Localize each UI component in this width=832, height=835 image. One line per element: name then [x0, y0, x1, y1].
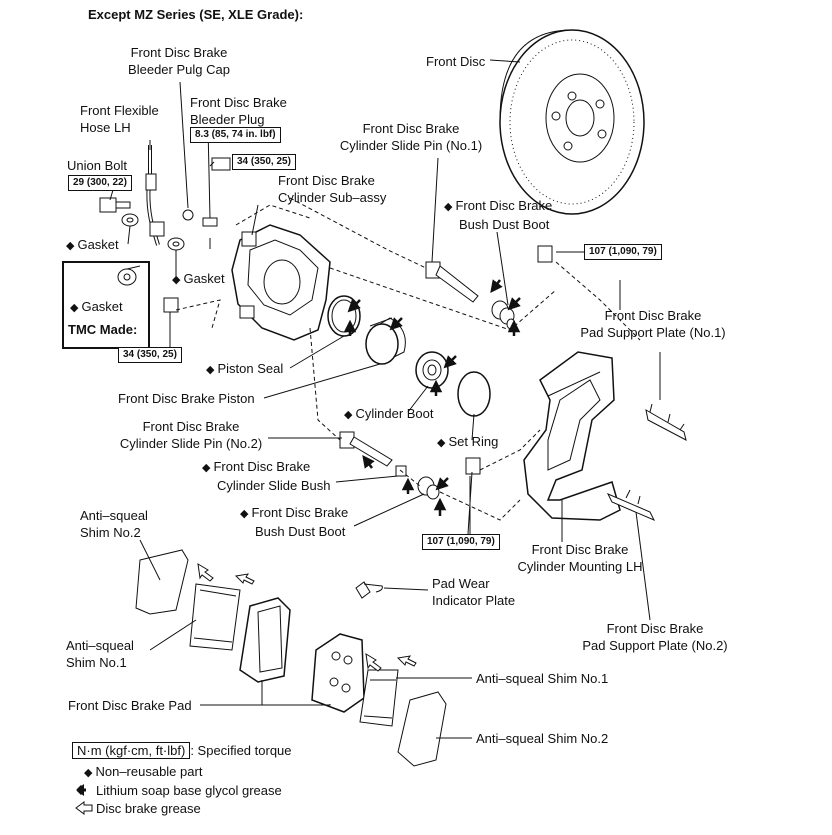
label-brake-pad: Front Disc Brake Pad	[68, 698, 192, 713]
non-reusable-icon: ◆	[172, 274, 181, 286]
non-reusable-icon: ◆	[240, 508, 249, 520]
non-reusable-icon: ◆	[344, 409, 353, 421]
tmc-inset-box	[62, 261, 150, 349]
non-reusable-icon: ◆	[84, 767, 93, 779]
legend-lithium-grease: Lithium soap base glycol grease	[96, 783, 282, 798]
support-plate-1	[645, 403, 687, 441]
non-reusable-icon: ◆	[66, 240, 75, 252]
gasket-label-tmc: ◆Gasket	[70, 299, 123, 314]
left-brake-pad	[239, 597, 291, 683]
label-gasket-1: ◆Gasket	[66, 237, 119, 252]
legend-torque-box: N·m (kgf·cm, ft·lbf)	[72, 742, 191, 759]
legend-torque: N·m (kgf·cm, ft·lbf): Specified torque	[72, 742, 292, 759]
label-set-ring: ◆Set Ring	[437, 434, 499, 449]
torque-union-bolt: 29 (300, 22)	[68, 175, 132, 191]
caliper-body	[231, 224, 331, 341]
label-piston-seal: ◆Piston Seal	[206, 361, 284, 376]
flexible-hose	[145, 145, 165, 246]
lithium-grease-arrows	[343, 279, 521, 516]
tmc-made-label: TMC Made:	[68, 322, 138, 337]
non-reusable-icon: ◆	[202, 462, 211, 474]
front-disc-rotor	[499, 29, 645, 215]
torque-upper-bolt: 34 (350, 25)	[232, 154, 296, 170]
label-shim1-right: Anti–squeal Shim No.1	[476, 671, 609, 686]
piston-part	[365, 317, 406, 365]
cylinder-mounting-part	[523, 351, 621, 521]
non-reusable-icon: ◆	[206, 364, 215, 376]
union-bolt-part	[99, 197, 185, 251]
right-brake-pad	[311, 633, 365, 713]
slide-pin-2	[339, 431, 393, 467]
legend-white-arrow-icon	[75, 801, 93, 815]
support-plate-2	[606, 489, 656, 521]
torque-mount-bottom: 107 (1,090, 79)	[422, 534, 500, 550]
non-reusable-icon: ◆	[444, 201, 453, 213]
non-reusable-icon: ◆	[70, 302, 79, 314]
leader-lines	[109, 59, 661, 739]
label-union-bolt: Union Bolt	[67, 158, 127, 173]
label-shim2-right: Anti–squeal Shim No.2	[476, 731, 609, 746]
legend-disc-grease: Disc brake grease	[96, 801, 201, 816]
slide-pin-1	[425, 261, 479, 303]
label-gasket-2: ◆Gasket	[172, 271, 225, 286]
torque-bleeder: 8.3 (85, 74 in. lbf)	[190, 127, 281, 143]
label-cylinder-boot: ◆Cylinder Boot	[344, 406, 434, 421]
legend-black-arrow-icon	[76, 784, 86, 796]
torque-mount-top: 107 (1,090, 79)	[584, 244, 662, 260]
non-reusable-icon: ◆	[437, 437, 446, 449]
label-front-disc: Front Disc	[426, 54, 486, 69]
disc-grease-arrows	[197, 563, 417, 672]
torque-lower-bolt: 34 (350, 25)	[118, 347, 182, 363]
label-piston: Front Disc Brake Piston	[118, 391, 255, 406]
legend-non-reusable: ◆Non–reusable part	[84, 764, 203, 779]
diagram-title: Except MZ Series (SE, XLE Grade):	[88, 7, 304, 22]
